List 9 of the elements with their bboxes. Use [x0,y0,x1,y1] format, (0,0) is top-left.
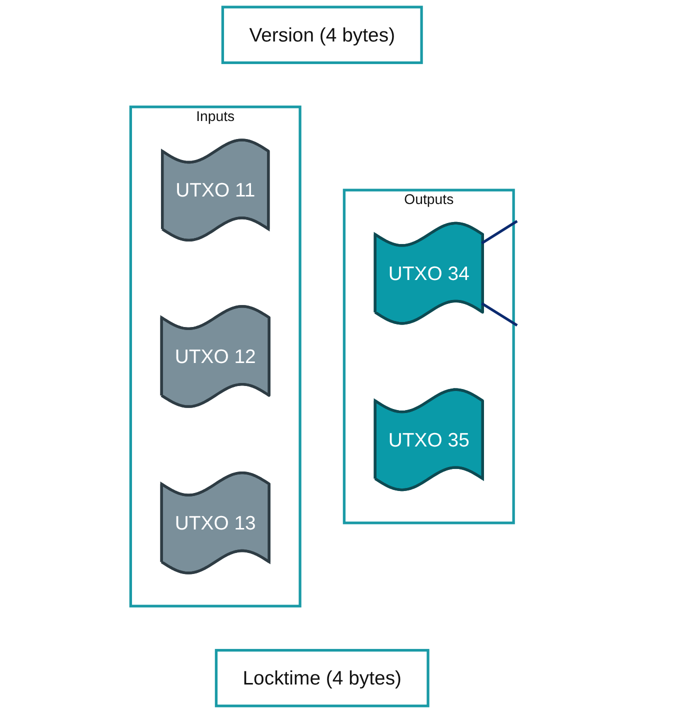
field-box: Version (4 bytes) [221,6,423,64]
field-box: Locktime (4 bytes) [214,648,430,708]
connector-line [481,302,518,327]
utxo-banner: UTXO 12 [160,305,270,408]
utxo-banner: UTXO 35 [374,388,484,492]
utxo-banner: UTXO 13 [160,472,270,574]
connector-line [481,220,518,244]
utxo-banner: UTXO 34 [374,222,484,325]
utxo-banner: UTXO 11 [161,138,270,242]
